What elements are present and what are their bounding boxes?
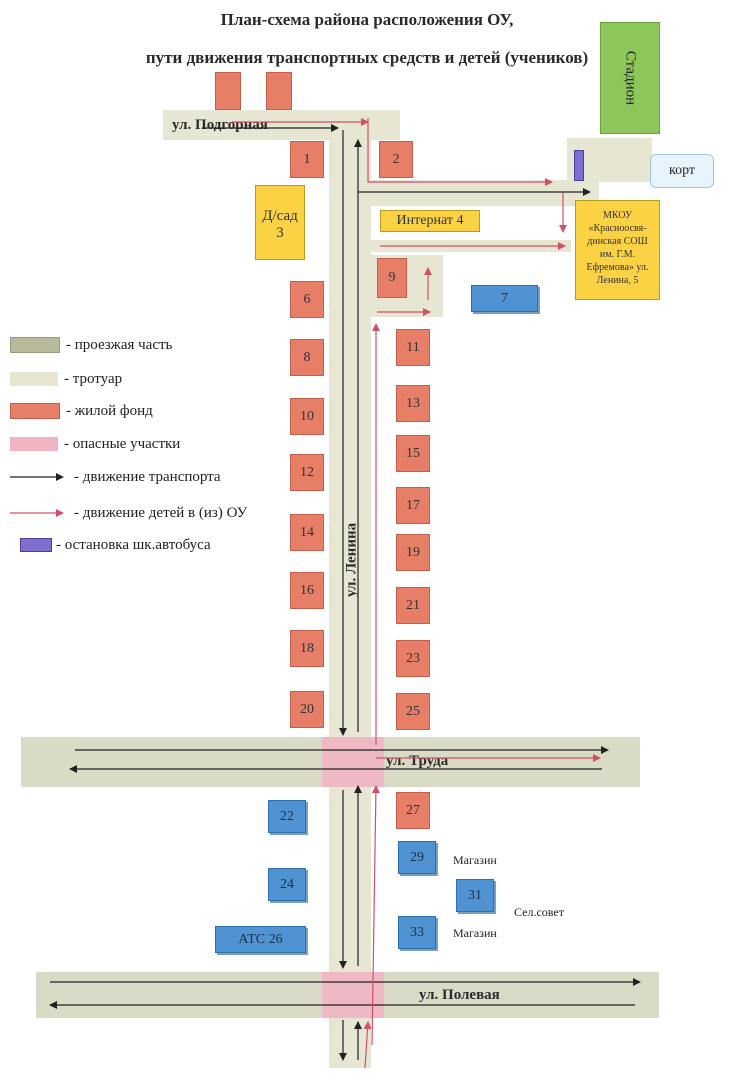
legend-housing: - жилой фонд: [10, 400, 153, 422]
danger-zone-polevaya: [322, 972, 384, 1018]
building-21: 21: [396, 587, 430, 624]
legend-swatch-housing: [10, 403, 60, 419]
council-label: Сел.совет: [514, 905, 564, 919]
legend-roadway: - проезжая часть: [10, 334, 172, 356]
building-9: 9: [377, 258, 407, 298]
children-arrow-bottom: [363, 1021, 372, 1069]
building-15: 15: [396, 435, 430, 472]
building-18: 18: [290, 630, 324, 667]
building-10: 10: [290, 398, 324, 435]
building-25: 25: [396, 693, 430, 730]
legend-swatch-roadway: [10, 337, 60, 353]
shop-label-1: Магазин: [453, 853, 497, 867]
children-arrow-to-school: [367, 118, 553, 186]
street-label-truda: ул. Труда: [386, 753, 449, 769]
building-27: 27: [396, 792, 430, 829]
legend-traffic: - движение транспорта: [10, 466, 221, 488]
building-19: 19: [396, 534, 430, 571]
legend-label-housing: - жилой фонд: [66, 402, 153, 419]
building-23: 23: [396, 640, 430, 677]
building-16: 16: [290, 572, 324, 609]
building-12: 12: [290, 454, 324, 491]
court: корт: [650, 154, 714, 188]
building-2: 2: [379, 141, 413, 178]
lenina-street: [329, 110, 371, 1068]
building-11: 11: [396, 329, 430, 366]
street-label-podgornaya: ул. Подгорная: [172, 117, 268, 133]
building-14: 14: [290, 514, 324, 551]
legend-label-children: - движение детей в (из) ОУ: [74, 504, 248, 521]
building-22: 22: [268, 800, 306, 833]
legend-label-roadway: - проезжая часть: [66, 336, 173, 353]
legend-label-sidewalk: - тротуар: [64, 370, 123, 387]
legend-swatch-danger: [10, 437, 58, 451]
legend-traffic-arrow-icon: [10, 473, 64, 481]
building-24: 24: [268, 868, 306, 901]
building-8: 8: [290, 339, 324, 376]
school-mkou: МКОУ «Красноосвя-динская СОШ им. Г.М. Еф…: [575, 200, 660, 300]
legend-swatch-sidewalk: [10, 372, 58, 386]
legend-sidewalk: - тротуар: [10, 368, 122, 390]
school-bus-stop: [574, 150, 584, 181]
building-top-a: [215, 72, 241, 110]
building-6: 6: [290, 281, 324, 318]
legend-children: - движение детей в (из) ОУ: [10, 502, 247, 524]
school-access-road: [371, 180, 599, 206]
building-33: 33: [398, 916, 436, 949]
ats-26: АТС 26: [215, 926, 306, 953]
shop-label-2: Магазин: [453, 926, 497, 940]
legend-busstop: - остановка шк.автобуса: [10, 534, 211, 556]
legend-label-traffic: - движение транспорта: [74, 468, 221, 485]
legend-label-busstop: - остановка шк.автобуса: [56, 536, 211, 553]
street-label-polevaya: ул. Полевая: [419, 987, 500, 1003]
legend-swatch-busstop: [20, 538, 52, 552]
kindergarten: Д/сад 3: [255, 185, 305, 260]
legend-label-danger: - опасные участки: [64, 435, 181, 452]
building-13: 13: [396, 385, 430, 422]
internat: Интернат 4: [380, 210, 480, 232]
traffic-arrows: [49, 124, 641, 1061]
building-17: 17: [396, 487, 430, 524]
children-arrow-lenina-south-block: [371, 785, 380, 1046]
stadium: Стадион: [600, 22, 660, 134]
legend-children-arrow-icon: [10, 509, 64, 517]
legend-danger: - опасные участки: [10, 433, 180, 455]
building-7: 7: [471, 285, 538, 312]
map-title-line2: пути движения транспортных средств и дет…: [145, 48, 589, 67]
building-top-b: [266, 72, 292, 110]
building-31: 31: [456, 879, 494, 912]
building-1: 1: [290, 141, 324, 178]
danger-zone-truda: [322, 737, 384, 787]
children-arrows: [232, 118, 601, 1069]
building-29: 29: [398, 841, 436, 874]
map-title-line1: План-схема района расположения ОУ,: [220, 10, 514, 29]
building-20: 20: [290, 691, 324, 728]
